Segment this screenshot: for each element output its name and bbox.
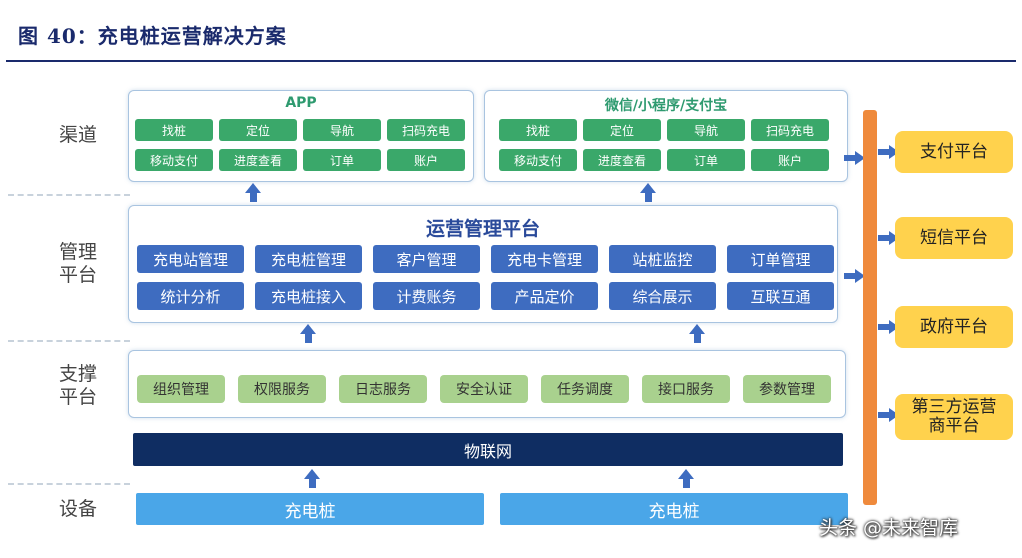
device-bar-charging-pile: 充电桩 [136, 493, 484, 525]
support-item-log: 日志服务 [339, 375, 427, 403]
management-title: 运营管理平台 [425, 218, 540, 240]
channel-title-wechat: 微信/小程序/支付宝 [604, 98, 728, 114]
support-item-scheduling: 任务调度 [541, 375, 629, 403]
mgmt-item-monitor: 站桩监控 [609, 245, 716, 273]
row-label-support: 支撑 平台 [58, 363, 97, 408]
channel-item-mobile-pay: 移动支付 [135, 149, 213, 171]
channel-item-find-pile: 找桩 [499, 119, 577, 141]
channel-item-navigate: 导航 [303, 119, 381, 141]
channel-item-scan-charge: 扫码充电 [751, 119, 829, 141]
support-item-security: 安全认证 [440, 375, 528, 403]
iot-bar: 物联网 [133, 433, 843, 466]
channel-item-find-pile: 找桩 [135, 119, 213, 141]
channel-item-progress: 进度查看 [219, 149, 297, 171]
support-item-interface: 接口服务 [642, 375, 730, 403]
row-divider [8, 340, 130, 342]
row-label-device: 设备 [58, 498, 97, 520]
support-item-org: 组织管理 [137, 375, 225, 403]
channel-item-navigate: 导航 [667, 119, 745, 141]
watermark: 头条 @未来智库 [819, 517, 959, 539]
right-arrow-icon [844, 269, 866, 283]
mgmt-item-pricing: 产品定价 [491, 282, 598, 310]
support-panel: 组织管理 权限服务 日志服务 安全认证 任务调度 接口服务 参数管理 [128, 350, 846, 418]
platform-third-party: 第三方运营商平台 [895, 394, 1013, 440]
right-arrow-icon [878, 231, 900, 245]
connector-bar [863, 110, 877, 505]
mgmt-item-interconnect: 互联互通 [727, 282, 834, 310]
channel-panel-wechat: 微信/小程序/支付宝 找桩 定位 导航 扫码充电 移动支付 进度查看 订单 账户 [484, 90, 848, 182]
mgmt-item-billing: 计费账务 [373, 282, 480, 310]
channel-panel-app: APP 找桩 定位 导航 扫码充电 移动支付 进度查看 订单 账户 [128, 90, 474, 182]
channel-item-order: 订单 [303, 149, 381, 171]
management-panel: 运营管理平台 充电站管理 充电桩管理 客户管理 充电卡管理 站桩监控 订单管理 … [128, 205, 838, 323]
right-arrow-icon [844, 151, 866, 165]
right-arrow-icon [878, 408, 900, 422]
row-divider [8, 194, 130, 196]
support-item-permission: 权限服务 [238, 375, 326, 403]
channel-item-account: 账户 [751, 149, 829, 171]
channel-item-mobile-pay: 移动支付 [499, 149, 577, 171]
title-underline [6, 60, 1016, 62]
figure-title: 图 40：充电桩运营解决方案 [18, 24, 287, 48]
mgmt-item-station: 充电站管理 [137, 245, 244, 273]
support-item-params: 参数管理 [743, 375, 831, 403]
channel-title-app: APP [285, 95, 317, 111]
channel-item-account: 账户 [387, 149, 465, 171]
mgmt-item-pile: 充电桩管理 [255, 245, 362, 273]
device-bar-charging-pile: 充电桩 [500, 493, 848, 525]
row-label-channel: 渠道 [58, 124, 97, 146]
mgmt-item-customer: 客户管理 [373, 245, 480, 273]
mgmt-item-dashboard: 综合展示 [609, 282, 716, 310]
mgmt-item-statistics: 统计分析 [137, 282, 244, 310]
mgmt-item-orders: 订单管理 [727, 245, 834, 273]
channel-item-locate: 定位 [583, 119, 661, 141]
channel-item-locate: 定位 [219, 119, 297, 141]
right-arrow-icon [878, 145, 900, 159]
mgmt-item-card: 充电卡管理 [491, 245, 598, 273]
platform-payment: 支付平台 [895, 131, 1013, 173]
row-divider [8, 483, 130, 485]
platform-sms: 短信平台 [895, 217, 1013, 259]
platform-government: 政府平台 [895, 306, 1013, 348]
mgmt-item-pile-access: 充电桩接入 [255, 282, 362, 310]
right-arrow-icon [878, 320, 900, 334]
row-label-management: 管理 平台 [58, 241, 97, 286]
channel-item-order: 订单 [667, 149, 745, 171]
channel-item-scan-charge: 扫码充电 [387, 119, 465, 141]
channel-item-progress: 进度查看 [583, 149, 661, 171]
